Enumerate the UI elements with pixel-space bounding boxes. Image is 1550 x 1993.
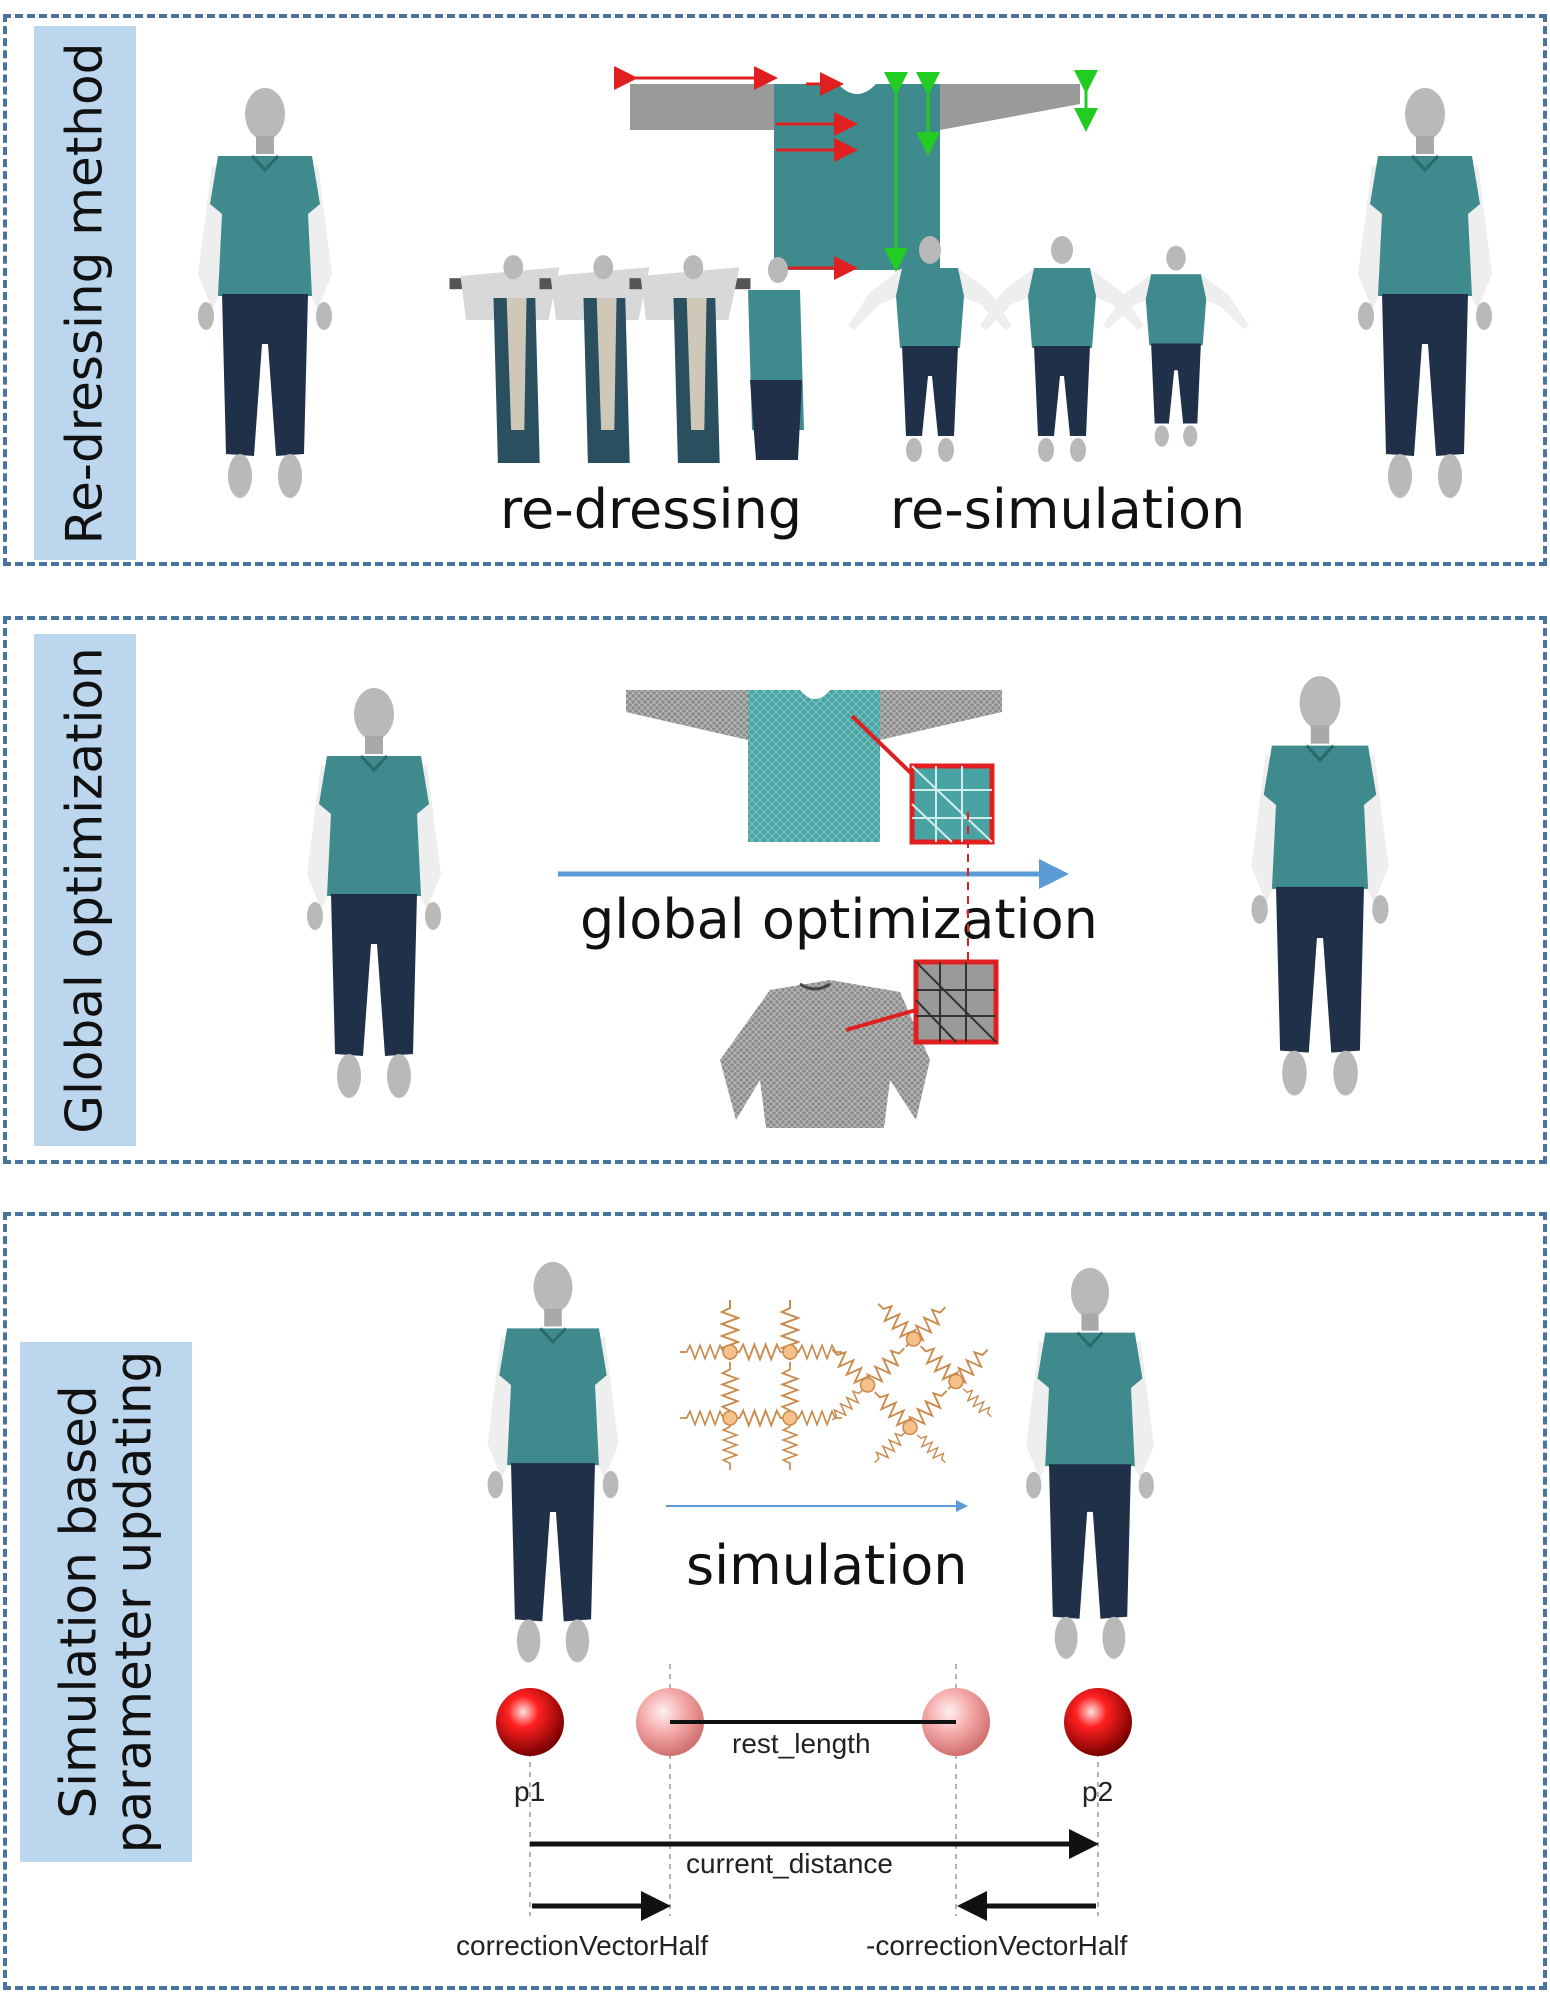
redressing-caption: re-dressing <box>500 478 803 541</box>
spring-grid-icon <box>680 1300 842 1470</box>
redress-final-figure <box>748 257 804 460</box>
human-figure-icon <box>305 686 443 1100</box>
current-distance-label: current_distance <box>686 1848 894 1879</box>
particle-diagram <box>496 1664 1132 1921</box>
draped-garment-icon <box>720 980 930 1128</box>
zoom-pointer <box>850 714 916 778</box>
zoom-pointer <box>845 1008 917 1032</box>
resim-figure <box>980 236 1144 462</box>
p2-label: p2 <box>1082 1776 1114 1807</box>
human-figure-icon <box>485 1260 621 1665</box>
spring-grid-icon <box>825 1297 997 1468</box>
measurement-arrows <box>614 66 1098 280</box>
simulation-caption: simulation <box>686 1534 968 1597</box>
human-figure-icon <box>1356 86 1494 500</box>
human-figure-icon <box>1249 674 1391 1098</box>
redressing-side-label: Re-dressing method <box>34 26 136 560</box>
human-figure-icon <box>1024 1266 1156 1661</box>
mesh-pattern-icon <box>626 690 1002 842</box>
particle-icon <box>1064 1688 1132 1756</box>
global-side-label: Global optimization <box>34 634 136 1146</box>
correction-left-label: correctionVectorHalf <box>456 1930 709 1961</box>
zoom-mesh-lines <box>911 765 993 843</box>
zoom-mesh-lines <box>915 961 997 1043</box>
particle-icon <box>496 1688 564 1756</box>
resim-figure <box>1103 245 1249 447</box>
human-figure-icon <box>196 86 334 500</box>
garment-pattern-icon <box>630 84 1080 270</box>
correction-right-label: -correctionVectorHalf <box>866 1930 1128 1961</box>
p1-label: p1 <box>514 1776 546 1807</box>
simulation-panel <box>3 1212 1547 1990</box>
global-optimization-panel <box>3 616 1547 1164</box>
resimulation-caption: re-simulation <box>890 478 1246 541</box>
redressing-panel <box>3 14 1547 566</box>
global-caption: global optimization <box>580 888 1098 951</box>
simulation-side-label: Simulation based parameter updating <box>20 1342 192 1862</box>
rest-length-label: rest_length <box>732 1728 871 1759</box>
redress-step-figure <box>629 255 751 463</box>
